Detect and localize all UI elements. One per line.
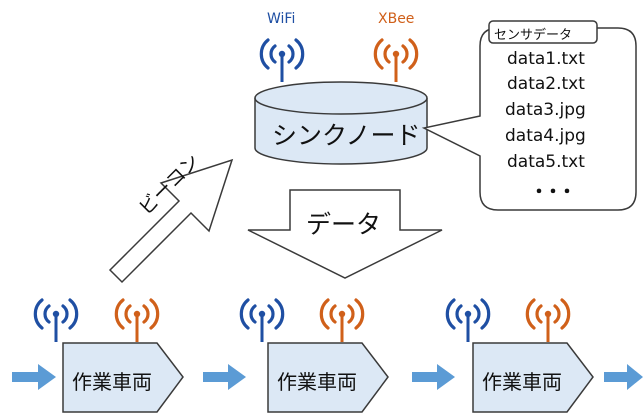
data-arrow [247, 189, 443, 279]
file-item: data3.jpg [505, 100, 586, 120]
vehicle1-wifi-antenna-icon [33, 298, 79, 344]
callout-title-box [488, 20, 598, 44]
data-label: データ [306, 210, 382, 239]
vehicle-label: 作業車両 [277, 370, 357, 394]
vehicle-1-shape [62, 342, 184, 413]
flow-arrow-1 [12, 364, 56, 390]
sink-node-cylinder [254, 81, 428, 165]
flow-arrow-4 [604, 364, 643, 390]
vehicle-label: 作業車両 [72, 370, 152, 394]
wifi-label: WiFi [267, 11, 296, 27]
file-item: data4.jpg [505, 126, 586, 146]
xbee-label: XBee [378, 11, 415, 27]
sink-xbee-antenna-icon [373, 38, 419, 84]
flow-arrow-3 [412, 364, 455, 390]
sink-node-label: シンクノード [272, 121, 421, 150]
file-item: data5.txt [507, 152, 585, 172]
sensor-data-callout [421, 27, 637, 211]
vehicle1-xbee-antenna-icon [114, 298, 160, 344]
vehicle-3-shape [472, 342, 594, 413]
flow-arrow-2 [203, 364, 246, 390]
vehicle-label: 作業車両 [482, 370, 562, 394]
vehicle-2-shape [267, 342, 389, 413]
more-files-ellipsis: ・・・ [530, 182, 576, 203]
vehicle2-xbee-antenna-icon [319, 298, 365, 344]
sink-wifi-antenna-icon [259, 38, 305, 84]
beacon-arrow [108, 158, 234, 284]
vehicle3-xbee-antenna-icon [525, 298, 571, 344]
file-item: data2.txt [507, 74, 585, 94]
vehicle2-wifi-antenna-icon [239, 298, 285, 344]
callout-title: センサデータ [494, 28, 573, 43]
vehicle3-wifi-antenna-icon [445, 298, 491, 344]
file-item: data1.txt [507, 49, 585, 69]
